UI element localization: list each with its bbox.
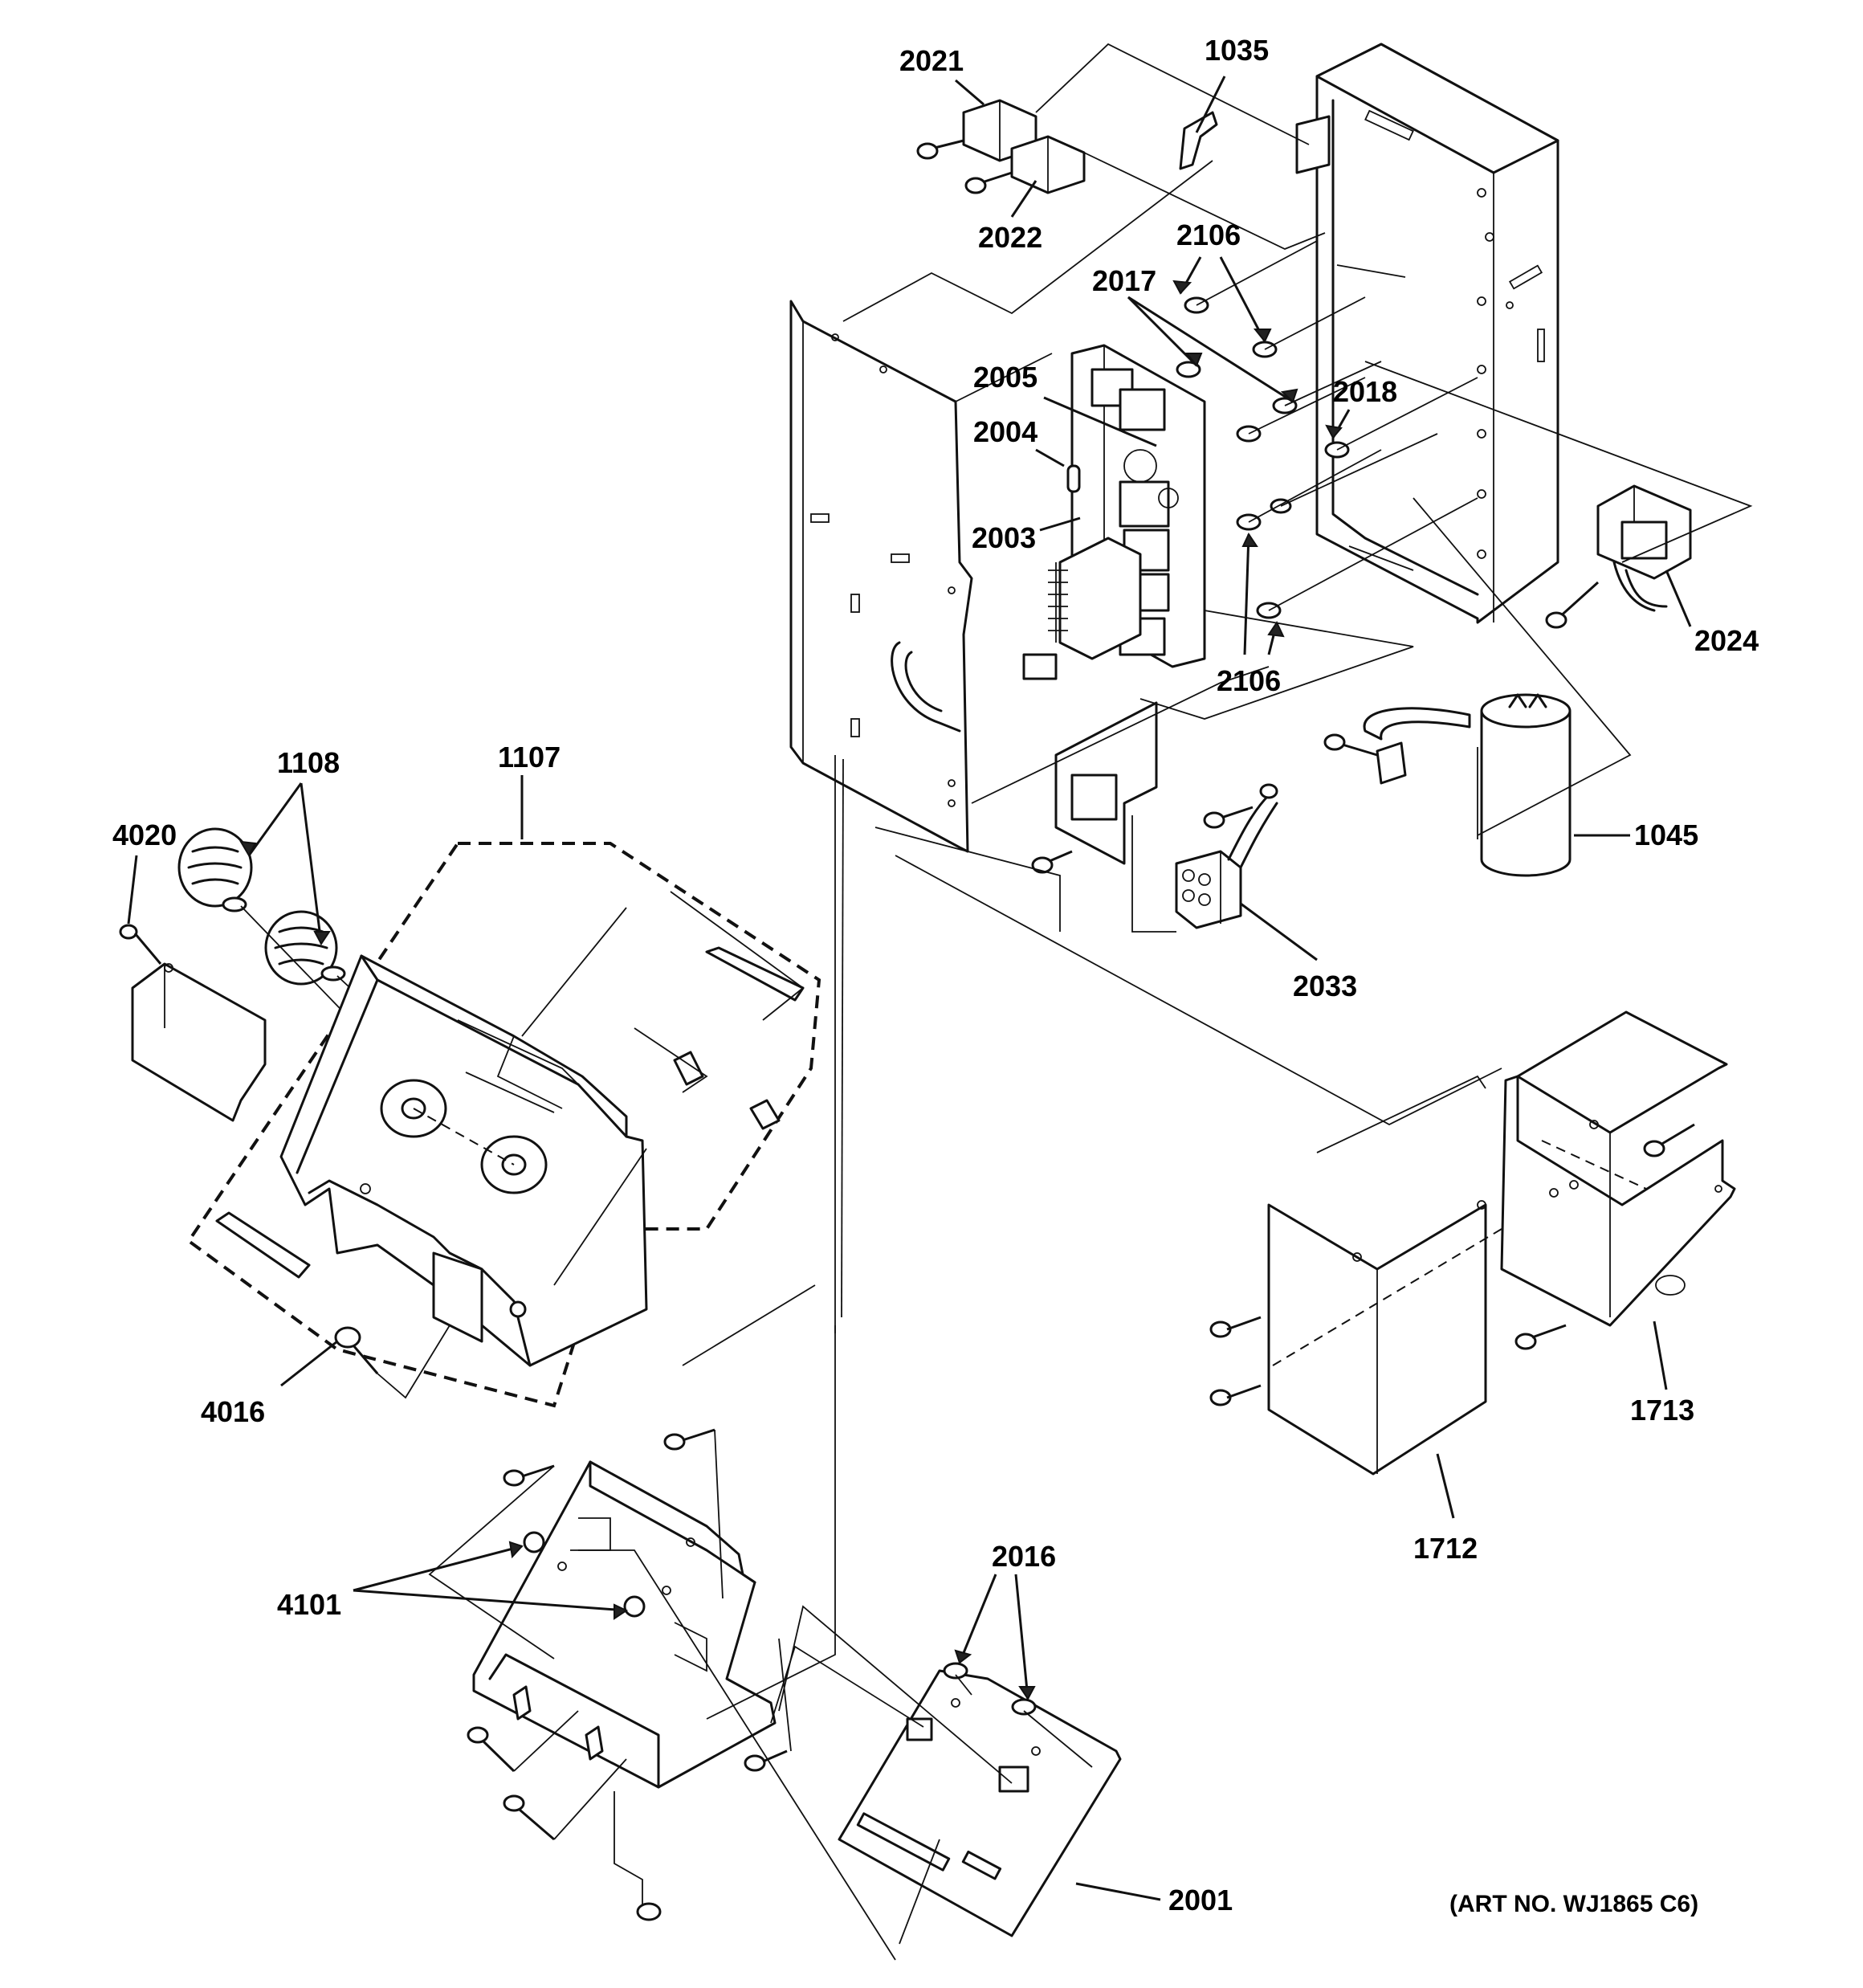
label-4016: 4016 [201,1395,265,1428]
label-2005: 2005 [973,361,1037,394]
label-2106-top: 2106 [1176,218,1241,251]
main-control-board [1022,344,1206,680]
assembly-lines [842,43,1753,1126]
side-panel-1712 [1209,1200,1502,1476]
control-panel-housing [279,954,648,1367]
label-2021: 2021 [899,44,964,77]
label-2024: 2024 [1694,624,1759,657]
bracket-screws [428,1284,896,1961]
wire-plug-2033 [1175,783,1278,929]
label-1713: 1713 [1630,1394,1694,1427]
label-2022: 2022 [978,221,1042,254]
label-4020: 4020 [112,818,177,851]
lower-bracket [472,1460,777,1789]
left-cover-4020 [119,924,267,1122]
control-panel-side-plate [789,300,973,1333]
relay-2022 [964,135,1086,194]
bracket-1035 [1179,111,1218,170]
label-2003: 2003 [972,521,1036,554]
label-2018: 2018 [1333,375,1397,408]
label-leaders [127,76,1692,1901]
control-housing-box [1295,43,1559,624]
part-labels: 2021 1035 2022 2106 2017 2005 2018 2004 … [112,34,1759,1917]
label-2004: 2004 [973,415,1037,448]
label-4101: 4101 [277,1588,341,1621]
label-1108: 1108 [277,746,340,779]
display-standoffs-2016 [943,1662,1093,1768]
panel-clips [215,891,805,1279]
control-panel-assembly-outline [186,842,821,1408]
screw-4016 [334,1325,450,1399]
label-2033: 2033 [1293,970,1357,1002]
heat-sink [1048,562,1068,643]
display-board-2001 [770,1605,1122,1945]
bracket-1713 [1316,1010,1736,1350]
label-1107: 1107 [498,741,561,774]
art-number: (ART NO. WJ1865 C6) [1449,1891,1698,1917]
label-1712: 1712 [1413,1532,1478,1565]
label-2017: 2017 [1092,264,1156,297]
label-2001: 2001 [1168,1884,1233,1917]
label-1045: 1045 [1634,818,1698,851]
connector-box [1031,701,1158,874]
label-1035: 1035 [1205,34,1269,67]
label-2106-bottom: 2106 [1217,664,1281,697]
label-2016: 2016 [992,1540,1056,1573]
transformer-2024 [1545,484,1692,629]
capacitor-1045 [1323,693,1572,877]
board-standoffs [1176,240,1478,619]
